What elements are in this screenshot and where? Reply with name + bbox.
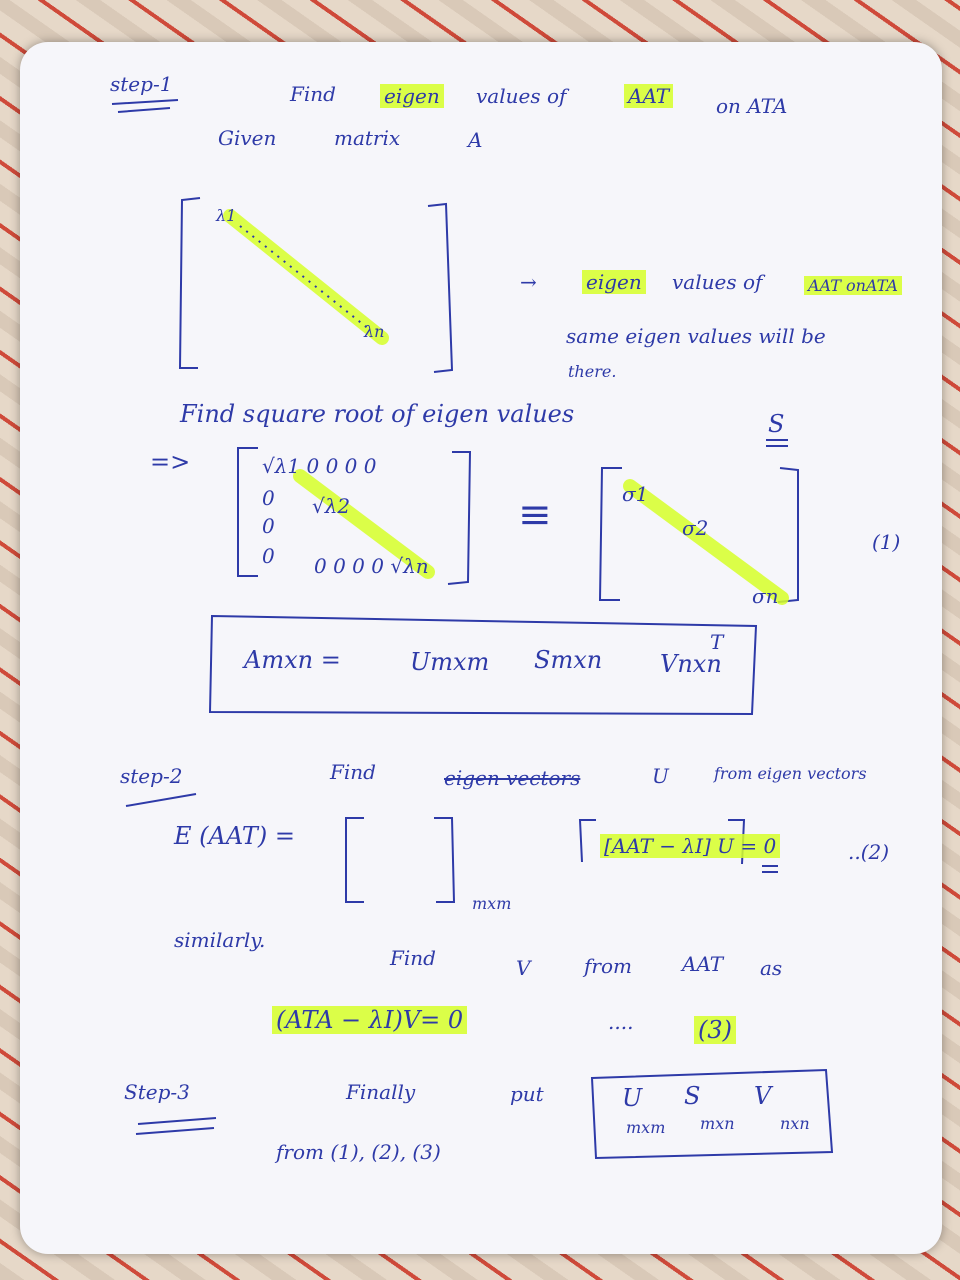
svd-s: Smxn (534, 646, 603, 674)
step1-aat: AAT (624, 84, 674, 108)
matrix-a: A (468, 128, 483, 152)
step1-label: step-1 (110, 72, 173, 96)
step2-u: U (652, 764, 669, 788)
matrix-word: matrix (334, 126, 401, 150)
svd-transpose: T (710, 630, 724, 654)
m1-row1: √λ1 0 0 0 0 (262, 454, 377, 478)
arrow-values-of: values of (672, 270, 763, 294)
put: put (510, 1082, 544, 1106)
finally: Finally (346, 1080, 416, 1104)
from-refs: from (1), (2), (3) (276, 1140, 441, 1164)
step1-or-ata: on ATA (716, 94, 788, 118)
svd-a: Amxn = (244, 646, 341, 674)
sigma-2: σ2 (682, 516, 709, 540)
eq-1: (1) (872, 530, 901, 554)
m1-col-2: 0 (262, 544, 275, 568)
s-label: S (768, 410, 785, 438)
m1-col-1: 0 (262, 514, 275, 538)
svd-u: Umxm (410, 648, 490, 676)
as-word: as (760, 956, 783, 980)
final-sub-nxn: nxn (780, 1114, 810, 1133)
e-aat: E (AAT) = (174, 822, 295, 850)
from-2: from (584, 954, 632, 978)
step3-label: Step-3 (124, 1080, 190, 1104)
eqn3: (ATA − λI)V= 0 (272, 1006, 468, 1034)
eq-2: ..(2) (848, 840, 890, 864)
find-sqrt: Find square root of eigen values (180, 400, 575, 428)
m1-col-0: 0 (262, 486, 275, 510)
step2-from: from eigen vectors (714, 764, 867, 783)
find-v: Find (390, 946, 436, 970)
final-sub-mxn: mxn (700, 1114, 735, 1133)
sigma-n: σn (752, 584, 779, 608)
implies: => (150, 448, 191, 476)
mxm: mxm (472, 894, 512, 913)
sigma-1: σ1 (622, 482, 649, 506)
eq-3: (3) (694, 1016, 736, 1044)
same-note: same eigen values will be (566, 324, 826, 348)
arrow: → (520, 270, 537, 294)
aat-2: AAT (682, 952, 724, 976)
arrow-eigen: eigen (582, 270, 646, 294)
m1-last: 0 0 0 0 √λn (314, 554, 429, 578)
arrow-aat: AAT onATA (804, 276, 902, 295)
step1-eigen: eigen (380, 84, 444, 108)
lambda-n: λn (364, 322, 385, 341)
final-v: V (754, 1082, 772, 1110)
v-label: V (516, 956, 531, 980)
svd-v: Vnxn (660, 650, 722, 678)
step2-find: Find (330, 760, 376, 784)
dots: .... (608, 1010, 634, 1034)
final-sub-mxm: mxm (626, 1118, 666, 1137)
equiv: ≡ (518, 492, 552, 538)
same-note-2: there. (568, 362, 617, 381)
final-u: U (622, 1084, 643, 1112)
step1-find: Find (290, 82, 336, 106)
step2-label: step-2 (120, 764, 183, 788)
given-word: Given (218, 126, 277, 150)
step2-struck: eigen vectors (444, 766, 581, 790)
m1-r2: √λ2 (312, 494, 351, 518)
eqn2: [AAT − λI] U = 0 (600, 834, 781, 858)
step1-values-of: values of (476, 84, 567, 108)
similarly: similarly. (174, 928, 266, 952)
lambda-1: λ1 (216, 206, 237, 225)
final-s: S (684, 1082, 701, 1110)
